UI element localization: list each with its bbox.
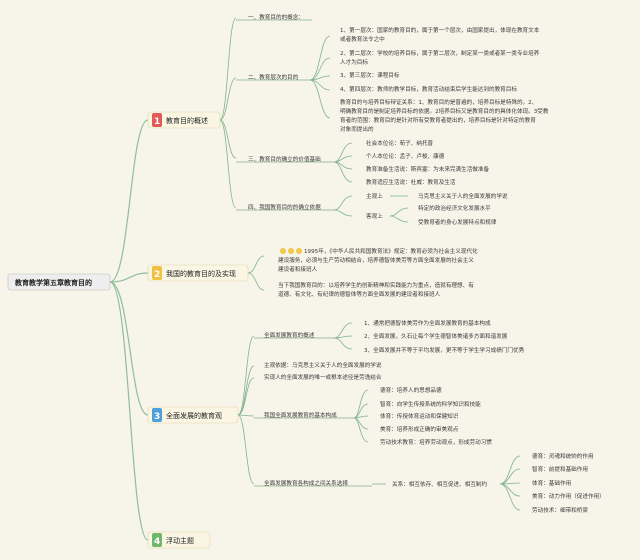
t3-d3: 体育：传授体育运动和保健知识 bbox=[380, 412, 459, 420]
t3-f-link2 bbox=[499, 468, 521, 485]
topic-2-badge bbox=[152, 266, 162, 280]
t1-c: 三、教育目的确立的价值基础 bbox=[248, 155, 321, 163]
t3-e: 全面发展教育各构成之间关系选择 bbox=[264, 479, 348, 487]
topic-3-badge bbox=[152, 408, 162, 422]
t1-n1: 教育目的与培养目标辩证关系：1、教育目的是普遍的，培养目标是特殊的。2、 bbox=[340, 98, 537, 106]
t1-link-b bbox=[219, 77, 237, 121]
star-icons bbox=[280, 248, 302, 254]
t3-f-link1 bbox=[499, 455, 521, 485]
t2-p1c: 建设者和接班人 bbox=[278, 265, 318, 273]
topic-3[interactable]: 3 全面发展的教育观 bbox=[147, 406, 239, 424]
t1-b2a: 2、第二层次：学校的培养目标，属于第二层次，制定某一类或者某一类专业培养 bbox=[340, 49, 540, 57]
topic-4-label: 浮动主题 bbox=[166, 536, 194, 545]
t1-d2b: 受教育者的身心发展特点和规律 bbox=[418, 218, 497, 226]
t3-f1: 德育：灵魂和统帅的作用 bbox=[532, 452, 594, 460]
t3-d-link1 bbox=[353, 389, 369, 419]
t1-b1a: 1、第一层次：国家的教育目的，属于第一个层次，由国家提出，体现在教育文本 bbox=[340, 26, 540, 34]
t3-a1: 1、通常把德智体美劳作为全面发展教育的基本构成 bbox=[364, 319, 491, 327]
t1-b3: 3、第三层次：课程目标 bbox=[340, 71, 400, 79]
t1-n2: 明确教育目的是制定培养目标的依据。2培养目标又是教育目的的具体化体现。3受教 bbox=[340, 107, 549, 115]
t2-p2a: 当下我国教育目的：以培养学生的创新精神和实践能力为重点，造就有理想、有 bbox=[278, 281, 474, 289]
t1-d2-link1 bbox=[389, 207, 409, 217]
t2-link-1 bbox=[247, 255, 265, 274]
t1-b2b: 人才为目标 bbox=[340, 58, 368, 66]
t1-d2-link2 bbox=[389, 215, 409, 223]
t1-c-link1 bbox=[333, 142, 353, 163]
root-node[interactable]: 教育教学第五章教育目的 bbox=[7, 273, 111, 291]
t1-d1a: 马克思主义关于人的全面发展的学说 bbox=[418, 192, 508, 200]
t2-p1b: 建设服务，必须与生产劳动相结合，培养德智体美劳等方面全面发展的社会主义 bbox=[278, 256, 474, 264]
root-label: 教育教学第五章教育目的 bbox=[14, 278, 92, 287]
t1-c3: 教育准备生活说：斯宾塞：为未来完满生活做准备 bbox=[366, 165, 489, 173]
t2-p1a: 1995年，《中华人民共和国教育法》规定：教育必须为社会主义现代化 bbox=[304, 247, 478, 255]
t3-d1: 德育：培养人的思想品德 bbox=[380, 386, 442, 394]
t1-d2a: 特定的政治经济文化发展水平 bbox=[418, 204, 491, 212]
t1-d1: 主观上 bbox=[366, 192, 383, 200]
topic-4-badge bbox=[152, 533, 162, 547]
root-link-1 bbox=[109, 119, 149, 283]
t2-link-2 bbox=[247, 272, 265, 291]
t1-d: 四、我国教育目的的确立依据 bbox=[248, 203, 321, 211]
t1-n3: 育者的范围：教育目的是针对所有受教育者提出的，培养目标是针对特定的教育 bbox=[340, 116, 536, 124]
topic-1-num: 1 bbox=[154, 117, 160, 127]
t1-a: 一、教育目的的概念： bbox=[248, 13, 304, 21]
t1-n4: 对象而提出的 bbox=[340, 125, 374, 133]
t1-b: 二、教育层次的目的 bbox=[248, 73, 299, 81]
t1-d-link2 bbox=[333, 209, 353, 217]
t1-b-link5 bbox=[309, 79, 331, 119]
topic-2[interactable]: 2 我国的教育目的及实现 bbox=[147, 264, 249, 282]
topic-1-label: 教育目的概述 bbox=[166, 116, 208, 125]
t1-b-link2 bbox=[309, 57, 331, 81]
t3-link-c bbox=[237, 377, 255, 416]
t3-a3: 3、全面发展并不等于平均发展，更不等于学生学习成绩门门优秀 bbox=[364, 346, 525, 354]
topic-4-num: 4 bbox=[154, 537, 160, 547]
t1-c2: 个人本位论：孟子、卢梭、康德 bbox=[366, 152, 445, 160]
t3-a-link3 bbox=[333, 337, 353, 350]
root-link-3 bbox=[109, 281, 149, 416]
t3-f3: 体育：基础作用 bbox=[532, 479, 571, 487]
t1-d2: 客观上 bbox=[366, 212, 383, 220]
t3-d2: 智育：向学生传授系统的科学知识和技能 bbox=[380, 400, 481, 408]
root-link-4 bbox=[109, 281, 149, 541]
t3-c: 实现人的全面发展的唯一或根本途径是劳逸结合 bbox=[264, 373, 382, 381]
t3-link-e bbox=[237, 414, 255, 485]
topic-3-label: 全面发展的教育观 bbox=[166, 411, 222, 420]
topic-2-label: 我国的教育目的及实现 bbox=[166, 269, 236, 278]
t3-d: 我国全面发展教育的基本构成 bbox=[264, 411, 337, 419]
topic-3-num: 3 bbox=[154, 412, 160, 422]
t3-f2: 智育：前提和基础作用 bbox=[532, 465, 588, 473]
topic-2-num: 2 bbox=[154, 270, 160, 280]
t3-b: 主观依据：马克思主义关于人的全面发展的学说 bbox=[264, 361, 382, 369]
t1-d-link1 bbox=[333, 195, 353, 211]
topic-4[interactable]: 4 浮动主题 bbox=[147, 531, 211, 549]
t3-a2: 2、全面发展，久石让每个学生德智体美诸多方面和谐发展 bbox=[364, 332, 508, 340]
t1-c4: 教育适应生活说：杜威：教育及生活 bbox=[366, 178, 456, 186]
t3-e1: 关系：相互依存、相互促进、相互制约 bbox=[392, 480, 488, 488]
t1-link-d bbox=[219, 119, 237, 209]
topic-1-badge bbox=[152, 113, 162, 127]
t3-d-link5 bbox=[353, 417, 369, 443]
t1-link-c bbox=[219, 119, 237, 159]
t1-c-link4 bbox=[333, 161, 353, 183]
t3-link-d bbox=[237, 414, 255, 417]
t3-f-link5 bbox=[499, 483, 521, 511]
t3-link-a bbox=[237, 335, 255, 416]
t3-f4: 美育：动力作用（促进作用） bbox=[532, 492, 605, 500]
t2-p2b: 道德、有文化、有纪律的德智体等方面全面发展的建设者和接班人 bbox=[278, 290, 441, 298]
t3-f5: 劳动技术：细带和桥梁 bbox=[532, 506, 588, 514]
t1-link-a bbox=[219, 17, 237, 121]
t1-c1: 社会本位论：荀子、纳托普 bbox=[366, 139, 434, 147]
t3-d4: 美育：培养形成正确的审美观点 bbox=[380, 425, 459, 433]
t3-f-link4 bbox=[499, 483, 521, 497]
t1-b-link1 bbox=[309, 35, 331, 81]
t3-a: 全面发展教育的概述 bbox=[264, 331, 315, 339]
root-link-2 bbox=[109, 272, 149, 283]
t3-d5: 劳动技术教育：培养劳动观点，形成劳动习惯 bbox=[380, 438, 492, 446]
t1-b1b: 或者教育法令之中 bbox=[340, 35, 385, 43]
t1-b4: 4、第四层次：教师的教学目标，教育活动结束后学生能达到的教育目标 bbox=[340, 85, 517, 93]
topic-1[interactable]: 1 教育目的概述 bbox=[147, 111, 221, 129]
